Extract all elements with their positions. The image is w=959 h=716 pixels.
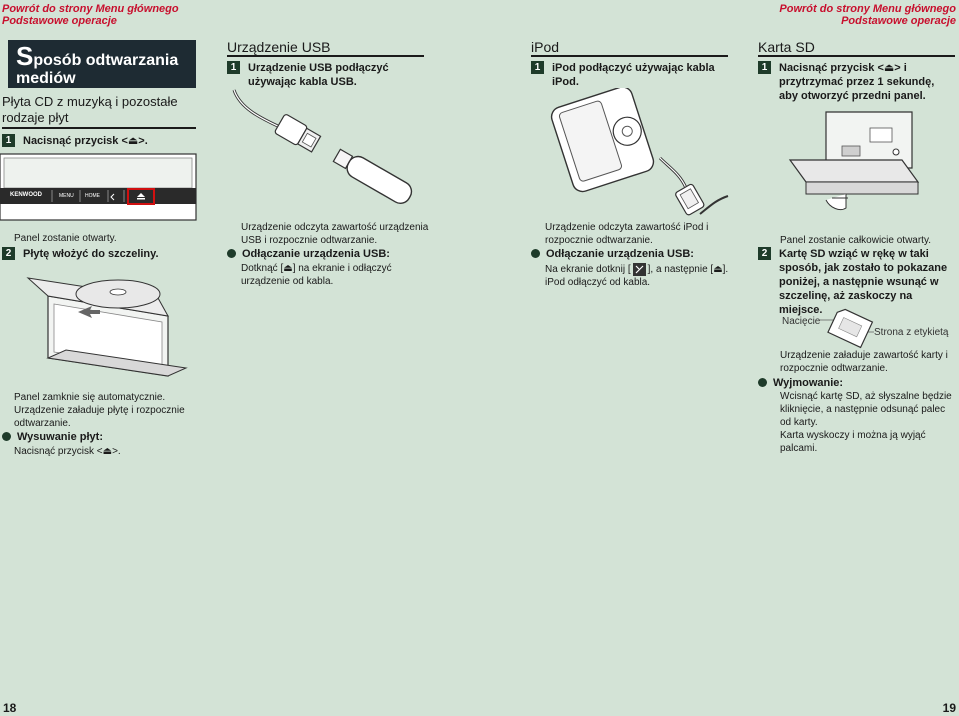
note-sd-read: Urządzenie załaduje zawartość karty i ro… xyxy=(780,350,948,374)
text-part-a: Na ekranie dotknij [ xyxy=(545,264,631,275)
basic-operations-link-left[interactable]: Podstawowe operacje xyxy=(2,15,117,27)
text-part-b: ], a następnie [⏏]. xyxy=(647,264,729,275)
section-title-sd: Karta SD xyxy=(758,39,815,55)
bullet-eject-disc: Wysuwanie płyt: xyxy=(2,430,103,444)
usb-connection-illustration xyxy=(230,88,430,208)
divider xyxy=(758,55,955,57)
ipod-connection-illustration xyxy=(540,88,730,218)
title-rest: posób odtwarzania xyxy=(33,52,179,69)
section-heading-cd: Płyta CD z muzyką i pozostałe rodzaje pł… xyxy=(2,94,178,125)
bullet-remove-sd-text2: Karta wyskoczy i można ją wyjąć palcami. xyxy=(780,430,926,454)
title-line2: mediów xyxy=(16,70,76,87)
bullet-heading: Wysuwanie płyt: xyxy=(17,431,103,443)
sd-notch-label: Nacięcie xyxy=(782,316,821,327)
step-2-cd: 2 Płytę włożyć do szczeliny. xyxy=(2,247,159,261)
bullet-heading: Odłączanie urządzenia USB: xyxy=(242,248,390,260)
open-panel-illustration xyxy=(786,108,922,228)
bullet-remove-sd: Wyjmowanie: xyxy=(758,376,843,390)
bullet-disconnect-usb-text: Dotknąć [⏏] na ekranie i odłączyć urządz… xyxy=(241,263,392,287)
note-disc-loaded: Urządzenie załaduje płytę i rozpocznie o… xyxy=(14,405,185,429)
step-text: Urządzenie USB podłączyć używając kabla … xyxy=(248,62,389,88)
step-number: 1 xyxy=(758,61,771,74)
step-text: Nacisnąć przycisk <⏏> i przytrzymać prze… xyxy=(779,62,935,102)
bullet-disconnect-ipod-text2: iPod odłączyć od kabla. xyxy=(545,277,651,288)
back-to-main-menu-link-left[interactable]: Powrót do strony Menu głównego xyxy=(2,3,179,15)
bullet-heading: Odłączanie urządzenia USB: xyxy=(546,248,694,260)
step-text: Płytę włożyć do szczeliny. xyxy=(23,248,159,260)
step-text: iPod podłączyć używając kabla iPod. xyxy=(552,62,715,88)
sd-label-side-label: Strona z etykietą xyxy=(874,327,949,338)
section-title-ipod: iPod xyxy=(531,39,560,55)
home-button-label: HOME xyxy=(85,193,100,199)
disc-insertion-illustration xyxy=(18,268,188,386)
step-number: 1 xyxy=(227,61,240,74)
step-number: 2 xyxy=(758,247,771,260)
step-1-ipod: 1 iPod podłączyć używając kabla iPod. xyxy=(531,61,727,89)
bullet-dot xyxy=(227,249,236,258)
step-1-cd: 1 Nacisnąć przycisk <⏏>. xyxy=(2,134,148,148)
bullet-dot xyxy=(531,249,540,258)
step-text: Nacisnąć przycisk <⏏>. xyxy=(23,135,148,147)
step-1-usb: 1 Urządzenie USB podłączyć używając kabl… xyxy=(227,61,423,89)
bullet-eject-disc-text: Nacisnąć przycisk <⏏>. xyxy=(14,446,121,457)
menu-button-label: MENU xyxy=(59,193,74,199)
bullet-remove-sd-text1: Wcisnąć kartę SD, aż słyszalne będzie kl… xyxy=(780,391,952,428)
divider xyxy=(531,55,728,57)
page-title: Sposób odtwarzania mediów xyxy=(8,40,196,88)
device-brand-label: KENWOOD xyxy=(10,192,42,198)
bullet-dot xyxy=(758,378,767,387)
note-ipod-read: Urządzenie odczyta zawartość iPod i rozp… xyxy=(545,222,709,246)
step-number: 2 xyxy=(2,247,15,260)
sd-card-orientation-illustration: Nacięcie Strona z etykietą xyxy=(782,306,956,352)
step-2-sd: 2 Kartę SD wziąć w rękę w taki sposób, j… xyxy=(758,247,958,317)
title-initial: S xyxy=(16,41,34,71)
page-number-right: 19 xyxy=(942,701,956,715)
back-to-main-menu-link-right[interactable]: Powrót do strony Menu głównego xyxy=(779,3,956,15)
device-front-panel-illustration: KENWOOD MENU HOME xyxy=(0,152,200,224)
note-panel-opened: Panel zostanie otwarty. xyxy=(14,233,117,244)
step-number: 1 xyxy=(2,134,15,147)
bullet-dot xyxy=(2,432,11,441)
bullet-heading: Wyjmowanie: xyxy=(773,377,844,389)
note-panel-closes: Panel zamknie się automatycznie. xyxy=(14,392,166,403)
step-1-sd: 1 Nacisnąć przycisk <⏏> i przytrzymać pr… xyxy=(758,61,956,103)
bullet-disconnect-ipod: Odłączanie urządzenia USB: xyxy=(531,247,694,261)
divider xyxy=(2,127,196,129)
step-number: 1 xyxy=(531,61,544,74)
divider xyxy=(227,55,424,57)
note-usb-read: Urządzenie odczyta zawartość urządzenia … xyxy=(241,222,429,246)
bullet-disconnect-ipod-text: Na ekranie dotknij [ ], a następnie [⏏]. xyxy=(545,263,745,276)
step-text: Kartę SD wziąć w rękę w taki sposób, jak… xyxy=(779,248,948,316)
bullet-disconnect-usb: Odłączanie urządzenia USB: xyxy=(227,247,390,261)
ipod-disconnect-icon xyxy=(632,263,646,276)
basic-operations-link-right[interactable]: Podstawowe operacje xyxy=(841,15,956,27)
page-number-left: 18 xyxy=(3,701,17,715)
note-panel-fully-open: Panel zostanie całkowicie otwarty. xyxy=(780,235,931,246)
section-title-usb: Urządzenie USB xyxy=(227,39,331,55)
